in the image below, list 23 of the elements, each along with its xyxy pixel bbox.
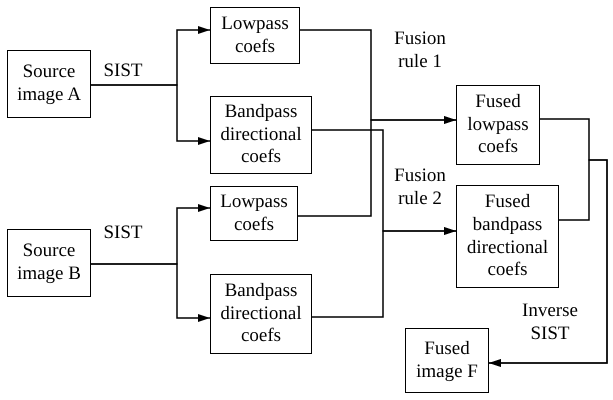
box-label: Bandpass directional coefs — [219, 280, 303, 348]
box-label: Source image A — [16, 61, 82, 107]
process-box — [456, 85, 540, 165]
process-box — [456, 185, 559, 288]
process-box — [210, 186, 298, 241]
box-label: Fused bandpass directional coefs — [466, 190, 550, 282]
process-box — [405, 328, 489, 393]
box-label: Lowpass coefs — [219, 190, 289, 236]
process-box — [210, 274, 312, 354]
process-box — [7, 229, 91, 297]
box-label: Bandpass directional coefs — [219, 100, 303, 170]
connector-arrow — [298, 116, 456, 217]
connector-arrow — [91, 263, 210, 322]
box-label: Fused image F — [415, 338, 479, 384]
connector-arrow — [489, 159, 608, 367]
process-box — [7, 50, 91, 118]
box-label: Lowpass coefs — [220, 12, 290, 58]
connector-arrow — [91, 84, 210, 145]
connector-arrow — [312, 227, 456, 318]
box-label: Fused lowpass coefs — [466, 90, 530, 160]
box-label: Source image B — [16, 240, 82, 286]
process-box — [210, 96, 312, 174]
process-box — [210, 7, 300, 64]
